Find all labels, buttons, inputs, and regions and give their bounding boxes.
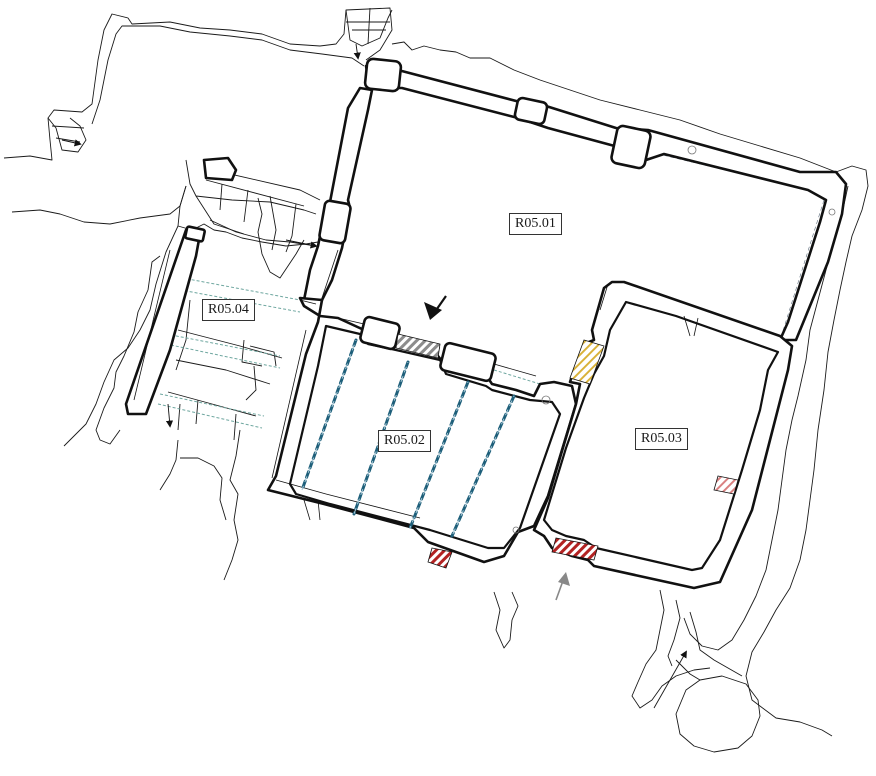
pier-n-east bbox=[610, 124, 652, 170]
pier-w-mid bbox=[318, 199, 352, 245]
room-label-r0502: R05.02 bbox=[378, 430, 431, 452]
pier-n-mid bbox=[513, 96, 549, 126]
hatch-red-r0502 bbox=[427, 547, 453, 569]
room-label-r0504: R05.04 bbox=[202, 299, 255, 321]
hatch-yellow-doorway bbox=[569, 339, 605, 385]
room-label-r0503: R05.03 bbox=[635, 428, 688, 450]
pier-nw bbox=[363, 57, 403, 93]
hatch-pink-r0503 bbox=[713, 475, 739, 495]
pier-r0502-n2 bbox=[439, 341, 497, 383]
hatched-areas bbox=[395, 333, 739, 569]
pier-r0504-cap bbox=[184, 225, 206, 243]
hatch-grey-doorway bbox=[395, 333, 441, 359]
entrance-arrow-north bbox=[424, 295, 447, 320]
wall-inner-lines bbox=[133, 249, 699, 521]
hatch-red-r0503 bbox=[551, 537, 599, 561]
entrance-arrow-south bbox=[555, 572, 570, 601]
room-label-r0501: R05.01 bbox=[509, 213, 562, 235]
flow-arrows bbox=[61, 43, 361, 428]
wall-piers bbox=[184, 57, 652, 383]
post-holes bbox=[512, 145, 836, 534]
terrain-lines bbox=[3, 7, 869, 753]
